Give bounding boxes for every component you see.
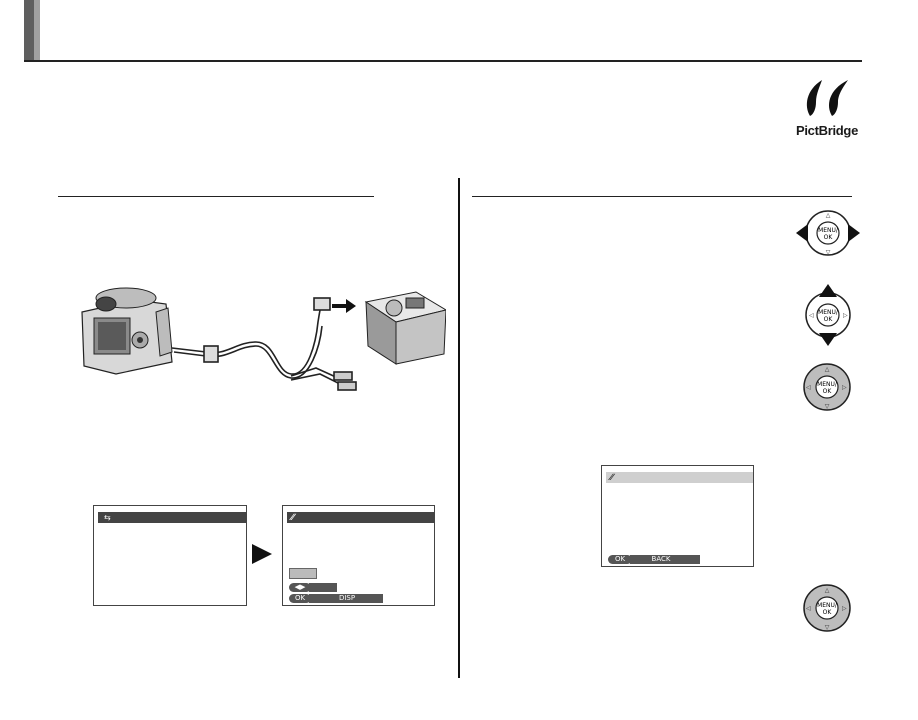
screen-title-bar xyxy=(287,512,434,523)
pictbridge-screen: ∕∕ ◀▶ OK DISP xyxy=(282,505,435,606)
svg-text:▽: ▽ xyxy=(826,250,831,256)
svg-text:◁: ◁ xyxy=(809,313,814,319)
svg-text:◁: ◁ xyxy=(806,606,811,612)
plug-arrow-icon xyxy=(332,299,356,313)
section-rule-right xyxy=(472,196,852,197)
section-rule-left xyxy=(58,196,374,197)
screen-title-bar xyxy=(98,512,246,523)
column-divider xyxy=(458,178,460,678)
dial-press-icon-2: MENU/ OK △ ▽ ◁ ▷ xyxy=(802,583,852,633)
svg-text:OK: OK xyxy=(824,316,834,323)
left-right-button-icon: ◀▶ xyxy=(289,583,311,592)
pictbridge-small-icon: ∕∕ xyxy=(291,512,295,522)
ok-button-icon: OK xyxy=(289,594,311,603)
svg-text:◁: ◁ xyxy=(806,385,811,391)
svg-text:OK: OK xyxy=(823,609,833,616)
header-accent-bar-light xyxy=(34,0,40,62)
svg-text:▽: ▽ xyxy=(825,625,830,631)
usb-icon: ⇆ xyxy=(104,513,111,522)
pictbridge-mark-icon xyxy=(806,80,848,116)
svg-text:OK: OK xyxy=(823,388,833,395)
camera-usb-screen: ⇆ xyxy=(93,505,247,606)
pictbridge-small-icon: ∕∕ xyxy=(610,472,614,482)
svg-text:▷: ▷ xyxy=(842,606,847,612)
camera-printer-illustration xyxy=(76,282,448,412)
printer-icon xyxy=(364,291,448,365)
svg-text:MENU/: MENU/ xyxy=(818,227,839,234)
screen-title-bar xyxy=(606,472,753,483)
print-confirm-screen: ∕∕ OK BACK xyxy=(601,465,754,567)
svg-text:▷: ▷ xyxy=(842,385,847,391)
camera-icon xyxy=(81,287,173,375)
svg-text:△: △ xyxy=(825,588,830,594)
svg-text:△: △ xyxy=(825,367,830,373)
svg-text:△: △ xyxy=(826,213,831,219)
svg-text:MENU/: MENU/ xyxy=(817,381,838,388)
dial-up-down-icon: MENU/ OK ◁ ▷ xyxy=(800,284,856,346)
back-button-icon: BACK xyxy=(648,555,674,564)
dial-press-icon: MENU/ OK △ ▽ ◁ ▷ xyxy=(802,362,852,412)
button-strip xyxy=(309,583,337,592)
svg-text:▷: ▷ xyxy=(843,313,848,319)
header-accent-bar xyxy=(24,0,34,62)
svg-text:MENU/: MENU/ xyxy=(818,309,839,316)
dial-left-right-icon: MENU/ OK △ ▽ xyxy=(796,208,860,258)
selection-box xyxy=(289,568,317,579)
ok-button-icon: OK xyxy=(608,555,632,564)
header-rule xyxy=(24,60,862,62)
usb-cable-icon xyxy=(171,297,357,391)
pictbridge-logo: PictBridge xyxy=(792,76,862,138)
svg-text:MENU/: MENU/ xyxy=(817,602,838,609)
next-screen-arrow-icon xyxy=(252,544,272,564)
svg-text:OK: OK xyxy=(824,234,834,241)
svg-text:▽: ▽ xyxy=(825,404,830,410)
disp-button-icon: DISP xyxy=(333,594,361,603)
pictbridge-logo-text: PictBridge xyxy=(795,123,858,138)
